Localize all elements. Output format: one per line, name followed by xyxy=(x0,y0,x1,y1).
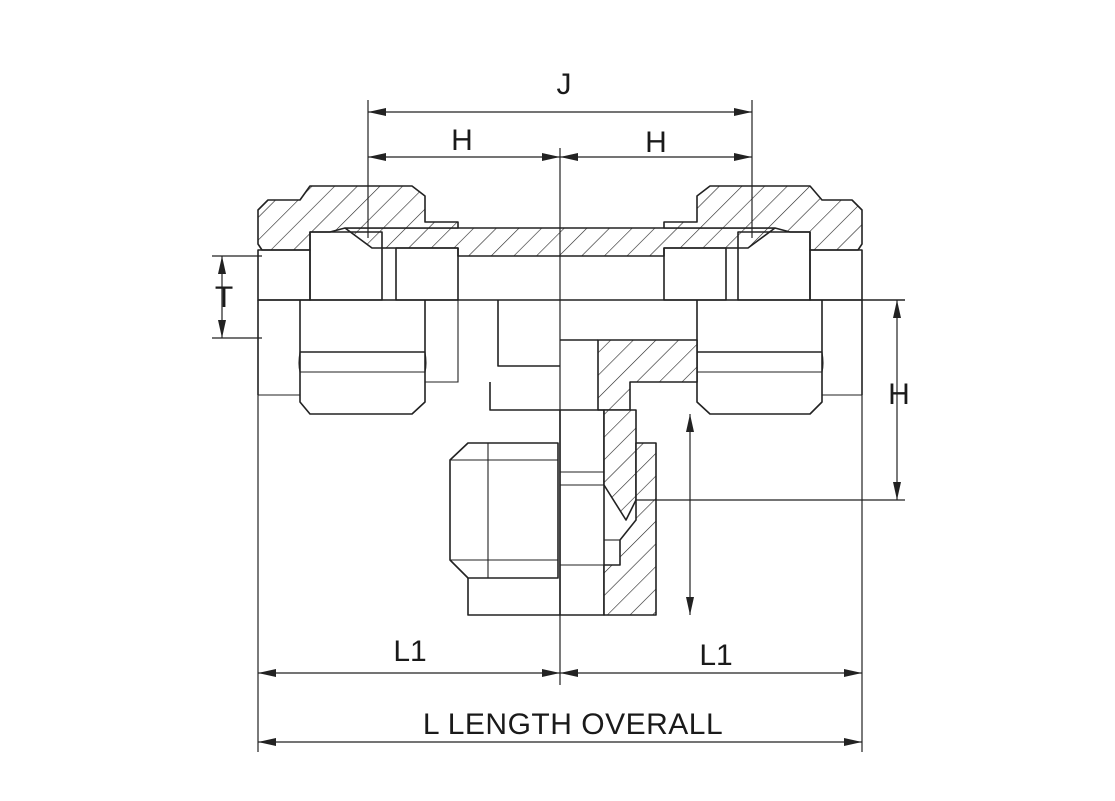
label-j: J xyxy=(557,68,572,101)
label-h-right: H xyxy=(645,126,667,159)
dimension-labels: J H H T H L1 L1 L LENGTH OVERALL xyxy=(215,68,910,741)
label-l1-left: L1 xyxy=(393,635,426,668)
right-hex-nut xyxy=(696,300,823,415)
label-overall: L LENGTH OVERALL xyxy=(423,708,723,741)
branch-ferrule-section xyxy=(603,409,637,521)
right-collar xyxy=(809,249,863,301)
fitting-body xyxy=(257,185,905,616)
left-collar xyxy=(257,249,311,301)
left-hex-nut xyxy=(299,300,426,415)
branch-tube xyxy=(559,409,605,616)
branch-body-section xyxy=(597,339,698,411)
label-h-left: H xyxy=(451,124,473,157)
label-l1-right: L1 xyxy=(699,639,732,672)
branch-hex-nut xyxy=(449,442,559,579)
label-t: T xyxy=(215,281,233,314)
label-h-vertical: H xyxy=(888,378,910,411)
left-sleeve xyxy=(395,247,459,301)
right-sleeve xyxy=(663,247,727,301)
dimension-lines xyxy=(212,100,905,752)
